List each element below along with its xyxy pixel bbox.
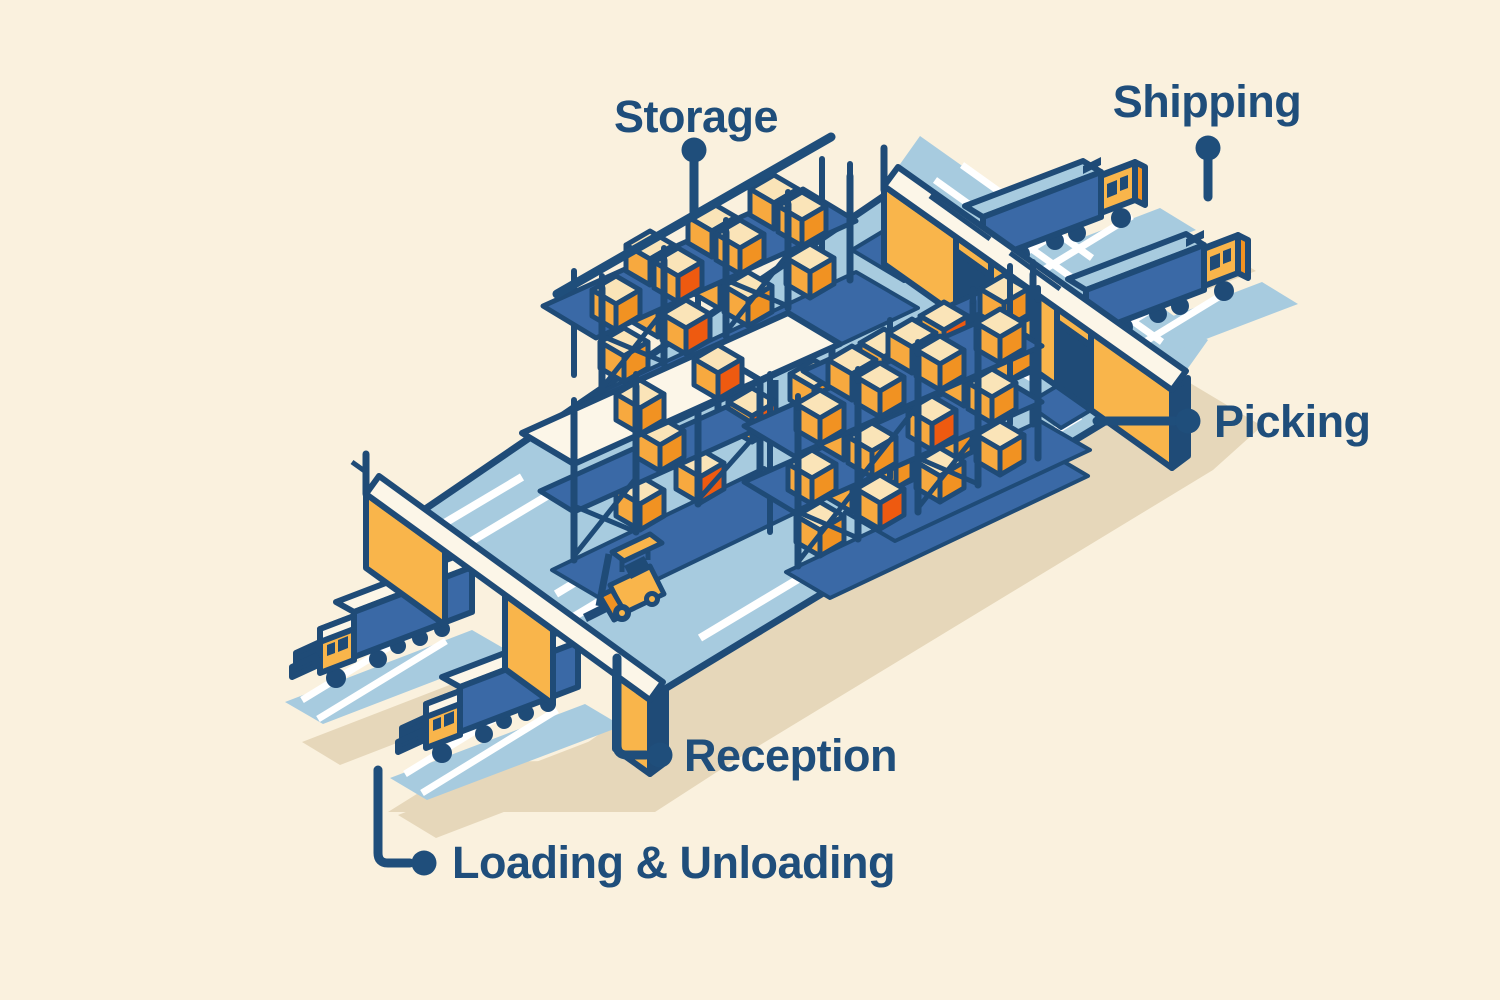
truck-strip bbox=[285, 630, 510, 724]
box bbox=[694, 345, 742, 399]
loading-wall bbox=[350, 450, 669, 777]
callout-picking bbox=[1092, 408, 1201, 434]
label-picking: Picking bbox=[1214, 396, 1371, 447]
callout-dot bbox=[1195, 135, 1221, 161]
area-labels: Storage Shipping Picking Reception Loadi… bbox=[452, 76, 1371, 888]
callout-elbow bbox=[373, 765, 415, 868]
storage-rack-front-left bbox=[519, 345, 764, 564]
callout-reception bbox=[612, 653, 673, 768]
callout-dot bbox=[681, 137, 707, 163]
box bbox=[616, 380, 664, 434]
loading-dock bbox=[285, 557, 622, 800]
box bbox=[796, 390, 844, 444]
box bbox=[856, 363, 904, 417]
callout-dot bbox=[1175, 408, 1201, 434]
walkway-railing bbox=[350, 459, 368, 475]
callout-elbow bbox=[612, 653, 651, 760]
storage-rack-back-left bbox=[540, 156, 859, 396]
box bbox=[662, 300, 710, 354]
loading-lane-shadow-2 bbox=[398, 722, 678, 838]
callout-dot bbox=[411, 850, 437, 876]
forklift-roof bbox=[609, 531, 665, 564]
label-shipping: Shipping bbox=[1113, 76, 1301, 127]
callout-dot bbox=[647, 742, 673, 768]
callout-shipping bbox=[1195, 135, 1221, 202]
forklift-seat bbox=[624, 556, 651, 579]
forklift bbox=[583, 531, 667, 623]
box bbox=[976, 309, 1024, 363]
label-loading: Loading & Unloading bbox=[452, 837, 895, 888]
walkway-railing bbox=[928, 193, 992, 242]
label-storage: Storage bbox=[614, 91, 778, 142]
wall-walkway bbox=[363, 473, 666, 703]
storage-rack-front-right bbox=[741, 263, 1045, 570]
callouts bbox=[373, 132, 1221, 876]
callout-loading bbox=[373, 765, 437, 876]
box bbox=[786, 244, 834, 298]
box bbox=[916, 336, 964, 390]
callout-storage bbox=[552, 132, 836, 299]
label-reception: Reception bbox=[684, 730, 897, 781]
